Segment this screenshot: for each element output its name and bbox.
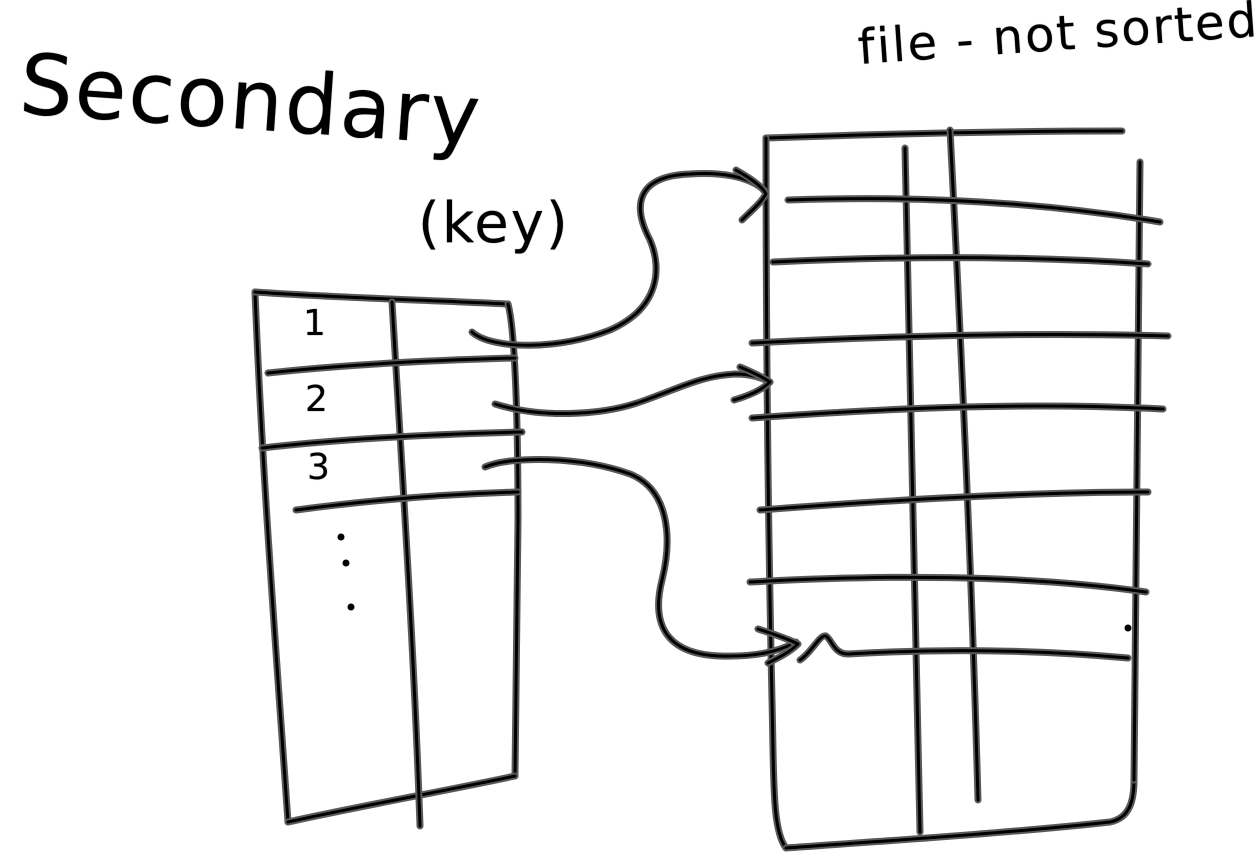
key-label: (key) — [418, 191, 570, 256]
file-table-row-line-6 — [748, 575, 1148, 594]
arrow-row-2-head — [732, 365, 772, 402]
index-table-bottom-edge — [286, 774, 517, 824]
continuation-dot-2 — [342, 559, 350, 567]
index-row-2-key: 2 — [305, 379, 330, 420]
file-table-row-line-1 — [786, 197, 1162, 224]
arrow-row-2-shaft-outline — [491, 370, 774, 418]
file-table-row-line-7 — [798, 634, 1130, 662]
file-table-left-edge — [764, 136, 788, 850]
file-table-row-line-7-outline — [796, 632, 1132, 664]
file-table-right-edge — [1132, 160, 1142, 782]
arrow-row-3-head — [756, 627, 800, 665]
continuation-dot-3 — [347, 603, 355, 611]
file-table-row-line-4 — [750, 404, 1165, 420]
pointer-arrows — [468, 166, 802, 667]
file-table-bottom-edge — [784, 778, 1136, 850]
index-table-row-line-1 — [266, 356, 517, 375]
arrow-row-2-shaft — [493, 372, 772, 416]
file-table-row-line-2 — [771, 256, 1150, 266]
file-table — [746, 126, 1172, 852]
index-table — [251, 288, 526, 830]
key-label-wrap: (key) — [418, 196, 570, 252]
file-table-column-divider-2 — [948, 128, 980, 802]
index-table-top-edge — [253, 290, 510, 306]
arrow-row-1-shaft — [470, 172, 766, 347]
title-label-wrap: Secondary — [17, 35, 486, 165]
file-table-row-line-5-outline — [756, 488, 1152, 514]
continuation-dot-1 — [337, 533, 345, 541]
file-table-row-line-3 — [750, 332, 1170, 345]
index-row-3-key: 3 — [307, 447, 332, 488]
index-table-row-line-3 — [294, 490, 520, 512]
file-label-wrap: file - not sorted — [856, 0, 1255, 76]
file-table-row-line-5 — [758, 490, 1150, 512]
file-table-top-edge — [764, 129, 1124, 140]
file-table-stray-dot — [1124, 624, 1132, 632]
index-table-right-edge — [506, 302, 520, 778]
file-table-bottom-edge-outline — [782, 776, 1138, 852]
index-table-left-edge — [253, 290, 290, 824]
continuation-dots — [337, 533, 355, 611]
arrow-row-3-shaft-outline — [481, 455, 800, 660]
arrow-row-3-shaft — [483, 457, 798, 658]
index-row-1-key: 1 — [303, 303, 328, 344]
index-table-column-divider — [390, 300, 422, 828]
index-table-row-line-2 — [260, 430, 524, 450]
arrow-row-1-head — [734, 168, 768, 222]
file-table-column-divider-1 — [903, 146, 922, 834]
